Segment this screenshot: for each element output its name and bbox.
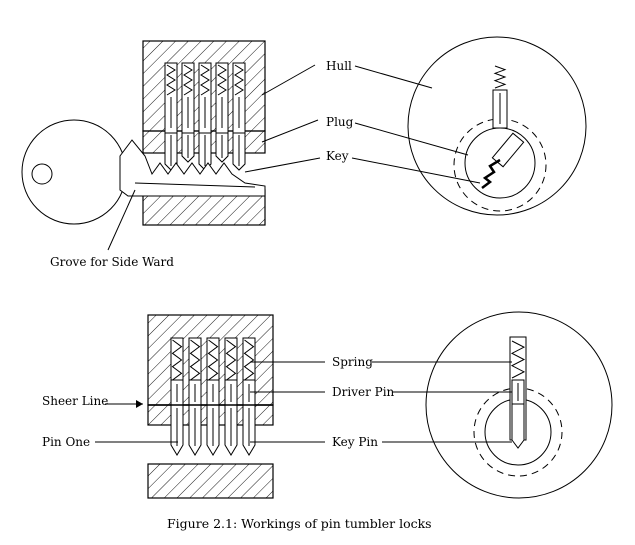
bottom-front-keypin	[511, 403, 525, 449]
sheer-arrowhead	[136, 400, 143, 408]
bottom-pin-spring-4	[225, 339, 237, 381]
top-front-spring	[493, 65, 507, 89]
bottom-front-spring	[510, 340, 526, 379]
bottom-plug-lower	[147, 463, 274, 499]
front-hull-leader	[354, 65, 433, 89]
top-key	[21, 119, 266, 225]
figure-caption: Figure 2.1: Workings of pin tumbler lock…	[167, 516, 432, 531]
bottom-pin-spring-2	[189, 339, 201, 381]
label-key: Key	[326, 149, 349, 163]
bottom-pin-spring-3	[207, 339, 219, 381]
grove-leader	[107, 189, 136, 251]
bottom-side-view	[95, 314, 325, 499]
top-pin-stacks	[164, 62, 246, 171]
label-key-pin: Key Pin	[332, 435, 378, 449]
top-front-view	[351, 36, 587, 216]
label-spring: Spring	[332, 355, 373, 369]
top-pin-spring-3	[200, 64, 210, 96]
top-pin-spring-1	[166, 64, 176, 96]
label-hull: Hull	[326, 59, 352, 73]
plug-leader	[261, 119, 319, 143]
key-groove	[134, 182, 256, 188]
bottom-front-view	[372, 311, 613, 499]
key-bow-hole	[31, 163, 53, 185]
front-key-leader	[351, 157, 481, 184]
key-leader	[244, 157, 321, 173]
front-plug-leader	[354, 122, 469, 156]
label-plug: Plug	[326, 115, 354, 129]
label-pin-one: Pin One	[42, 435, 90, 449]
top-pin-spring-5	[234, 64, 244, 96]
top-front-spring-coil	[493, 65, 507, 89]
bottom-pin-spring-5	[243, 339, 255, 381]
label-sheer-line: Sheer Line	[42, 394, 108, 408]
label-grove-for-side-ward: Grove for Side Ward	[50, 255, 174, 269]
bottom-pin-spring-1	[171, 339, 183, 381]
label-driver-pin: Driver Pin	[332, 385, 395, 399]
bottom-front-spring-coil	[510, 340, 526, 379]
top-pin-spring-2	[183, 64, 193, 96]
top-side-view	[21, 40, 321, 251]
key-blade	[119, 139, 266, 197]
top-front-key-profile	[481, 158, 501, 189]
top-pin-spring-4	[217, 64, 227, 96]
hull-leader	[261, 64, 316, 96]
